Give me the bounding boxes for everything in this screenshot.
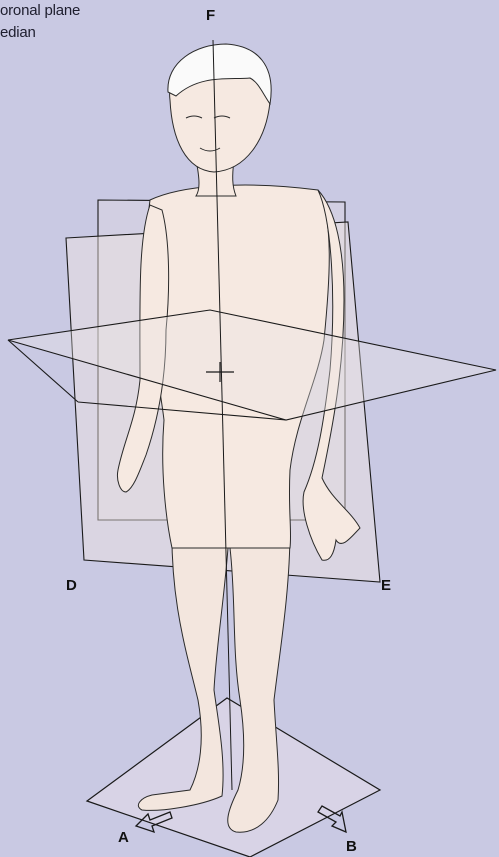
label-f: F [206,7,215,24]
label-a: A [118,829,129,846]
label-b: B [346,838,357,855]
head [168,44,271,172]
floor-plane [87,698,380,857]
label-e: E [381,577,391,594]
label-d: D [66,577,77,594]
